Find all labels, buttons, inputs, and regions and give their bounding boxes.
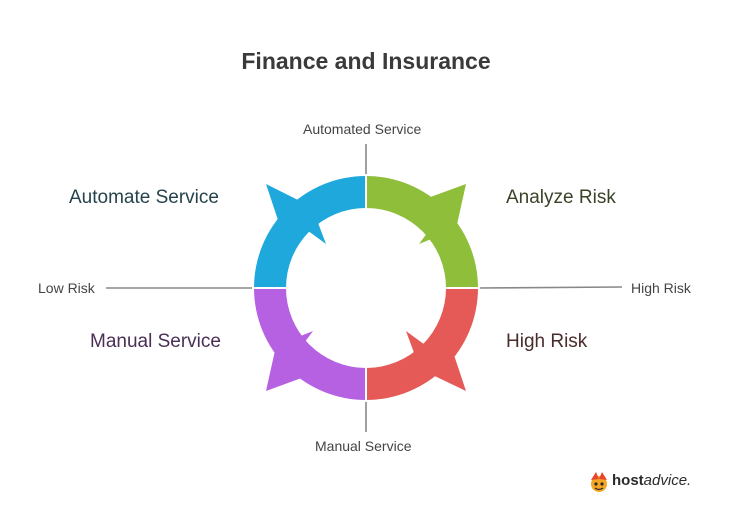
logo-text-bold: host [612, 472, 644, 489]
quadrant-label-analyze-risk: Analyze Risk [506, 187, 616, 208]
quadrant-label-automate-service: Automate Service [69, 187, 219, 208]
axis-label-right: High Risk [631, 280, 691, 296]
axis-label-bottom: Manual Service [315, 438, 412, 454]
hostadvice-logo: hostadvice. [588, 469, 708, 495]
axis-line-right [477, 286, 623, 289]
hostadvice-logo-icon [591, 472, 607, 492]
diagram-title: Finance and Insurance [241, 48, 491, 74]
axis-label-top: Automated Service [303, 121, 422, 137]
quadrant-label-high-risk: High Risk [506, 331, 588, 352]
arrow-automate-service [266, 184, 326, 244]
axis-label-left: Low Risk [38, 280, 95, 296]
arrow-manual-service [266, 331, 313, 391]
segment-manual-service [254, 288, 366, 400]
segment-automate-service [254, 176, 366, 288]
arrow-high-risk [406, 331, 466, 391]
logo-text-rest: advice. [643, 472, 692, 489]
segment-analyze-risk [366, 176, 478, 288]
segment-high-risk [366, 288, 478, 400]
arrow-analyze-risk [419, 184, 466, 244]
quadrant-label-manual-service: Manual Service [90, 331, 221, 352]
